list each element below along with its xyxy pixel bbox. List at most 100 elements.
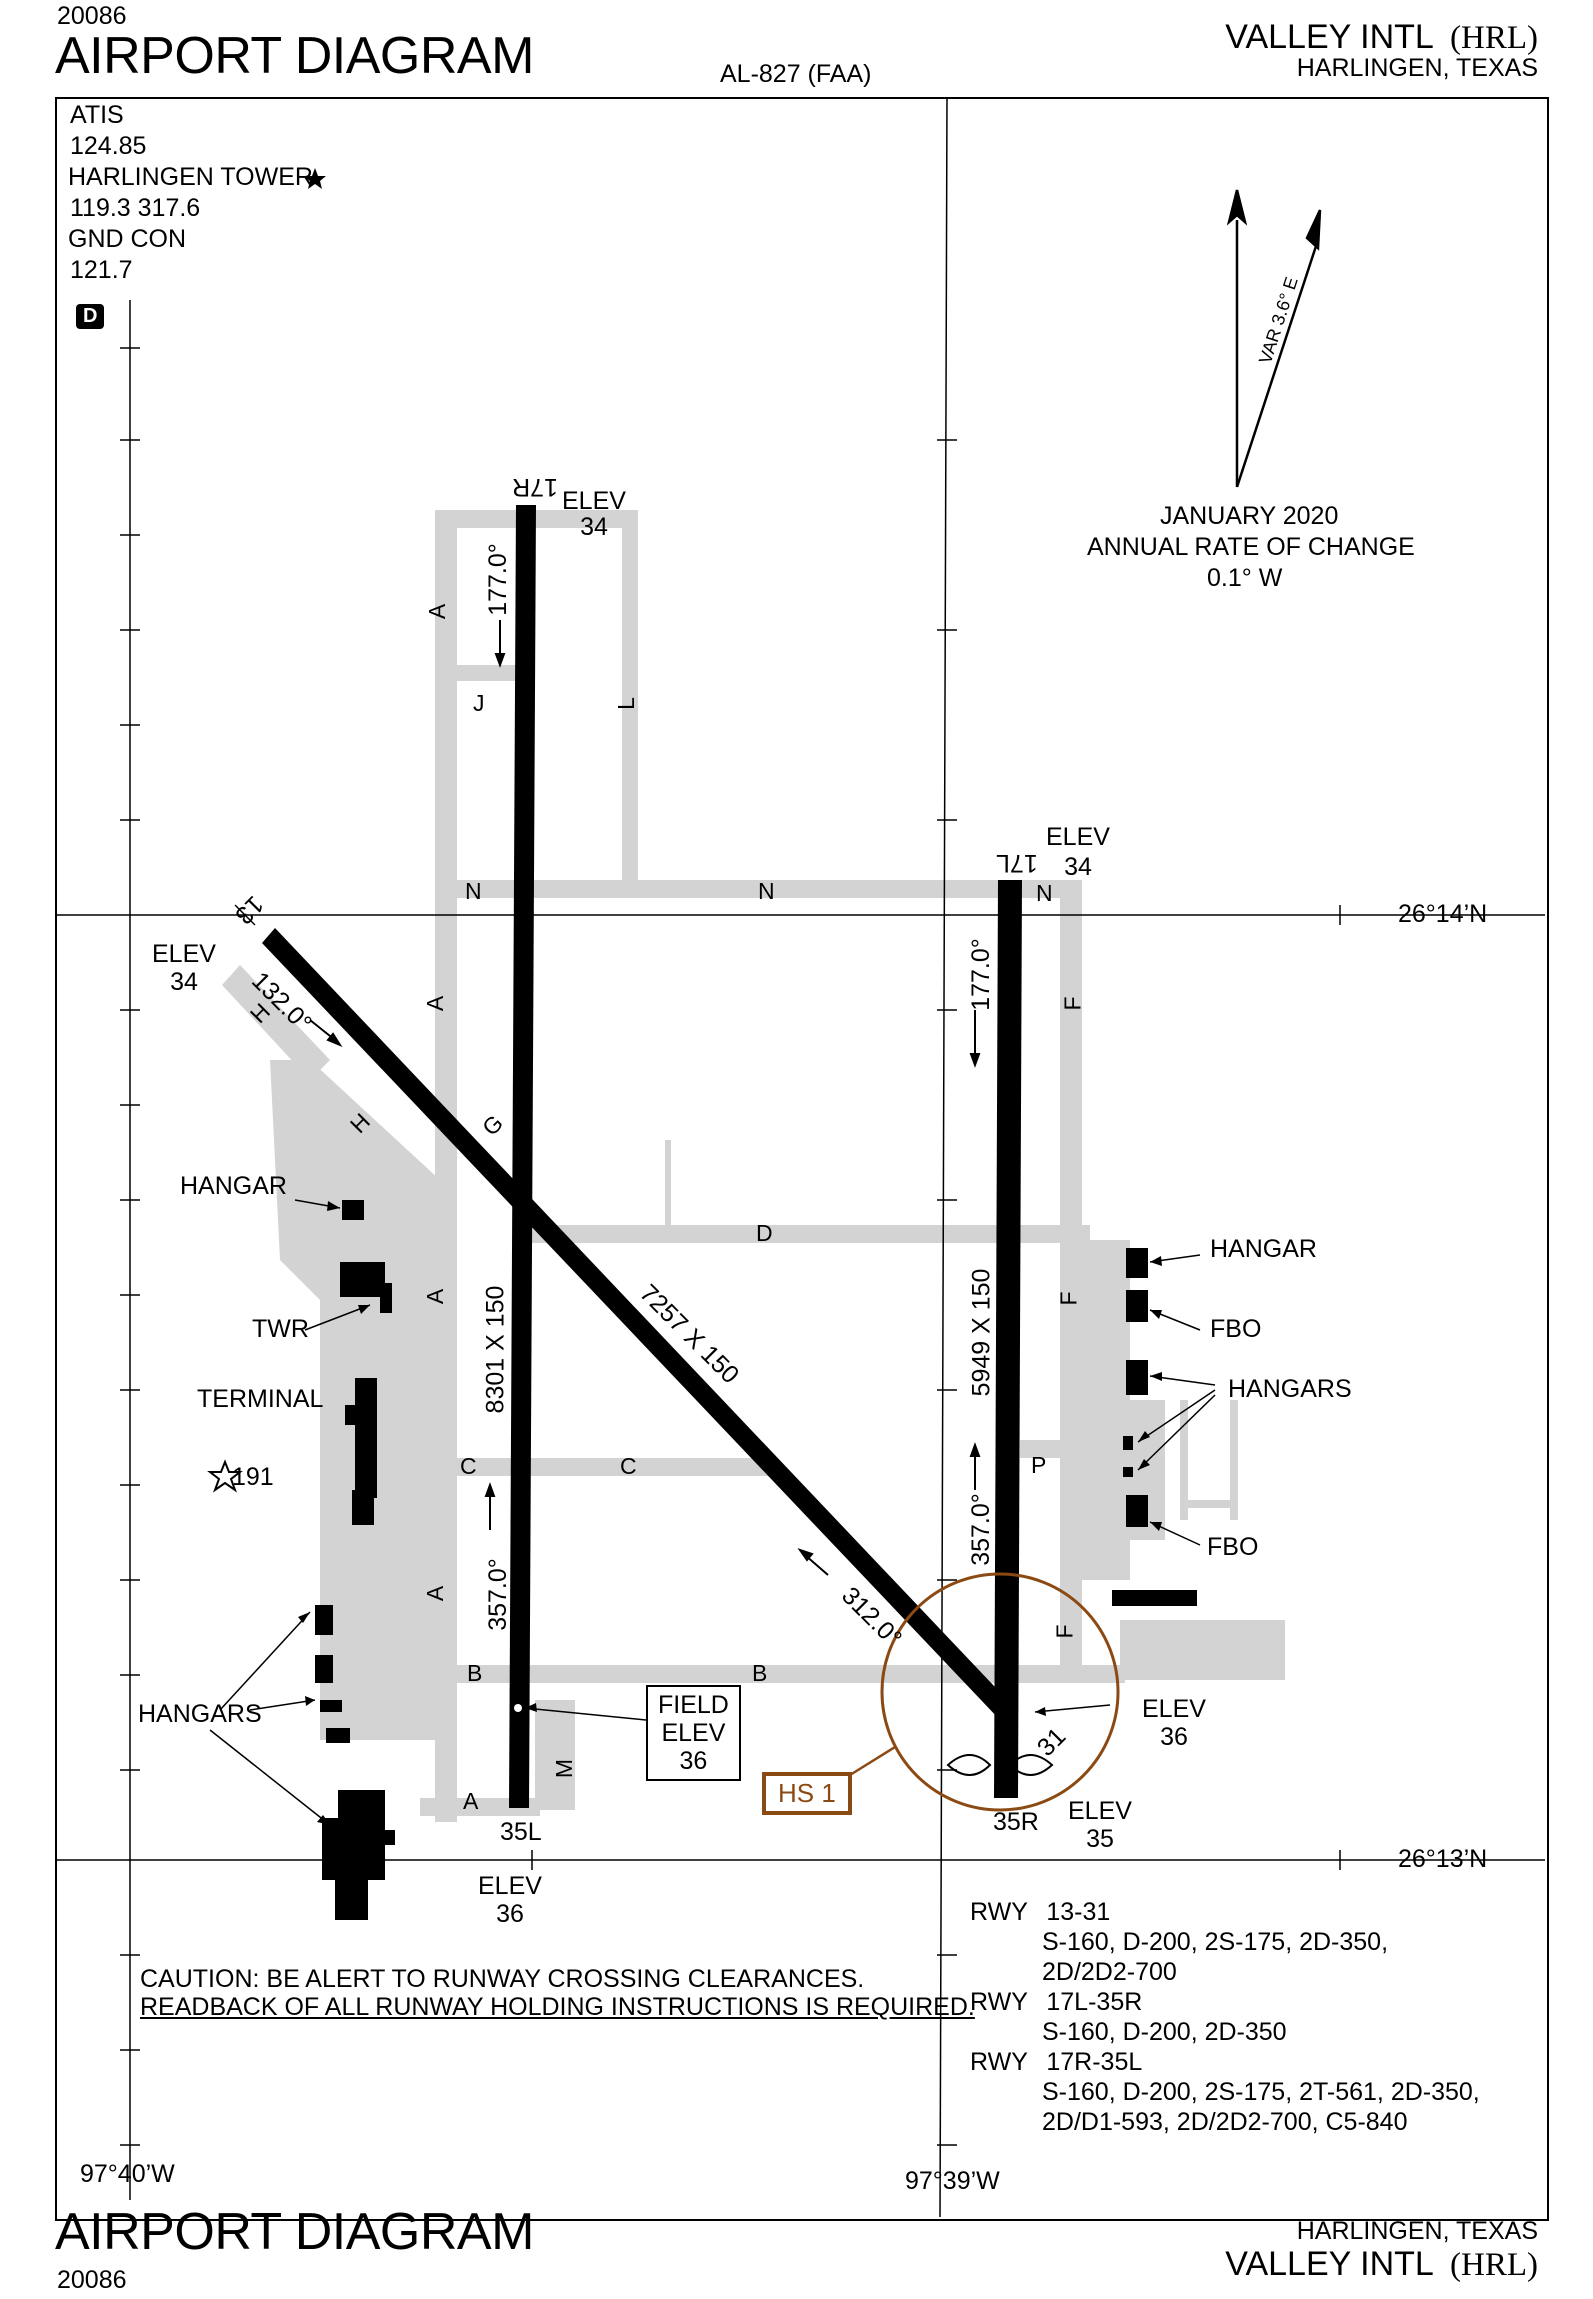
caution-line-1: CAUTION: BE ALERT TO RUNWAY CROSSING CLE… — [140, 1965, 865, 1993]
airport-code: (HRL) — [1450, 20, 1538, 56]
taxiway-label-d: D — [756, 1220, 773, 1246]
rwy-35R-label: 35R — [993, 1808, 1039, 1836]
obstacle-star-icon — [207, 1459, 243, 1493]
taxiway-g-spur — [665, 1140, 671, 1230]
taxiway-label-c2: C — [620, 1453, 637, 1479]
mag-rate-label: ANNUAL RATE OF CHANGE — [1087, 533, 1415, 561]
mag-rate-value: 0.1° W — [1207, 564, 1283, 592]
chart-title-bottom: AIRPORT DIAGRAM — [55, 2203, 534, 2261]
taxiway-j — [435, 665, 525, 681]
hangar-sw-2 — [315, 1655, 333, 1683]
east-apron-4 — [1230, 1400, 1238, 1520]
city-bottom: HARLINGEN, TEXAS — [1296, 2217, 1538, 2245]
heading-177-east: 177.0° — [966, 938, 995, 1011]
fbo-east-2 — [1126, 1495, 1148, 1527]
taxiway-n — [435, 880, 1075, 898]
taxiway-c — [435, 1458, 775, 1476]
rwy-17L-label: 17L — [996, 849, 1038, 877]
chart-number-bottom: 20086 — [57, 2266, 127, 2294]
strength-table: RWY 13-31 S-160, D-200, 2S-175, 2D-350, … — [970, 1898, 1480, 2136]
approach-light-symbol — [946, 1754, 1054, 1776]
hangar-south-big — [322, 1790, 395, 1920]
taxiway-label-a2: A — [422, 995, 449, 1012]
rwy-17L-dimensions: 5949 X 150 — [967, 1268, 996, 1397]
tower-label: HARLINGEN TOWER — [68, 163, 313, 191]
hot-spot-circle — [880, 1572, 1120, 1812]
rwy-17R-dimensions: 8301 X 150 — [481, 1285, 510, 1414]
east-apron-5 — [1180, 1500, 1238, 1508]
taxiway-label-n1: N — [465, 878, 482, 904]
taxiway-a-main — [435, 512, 457, 1822]
terminal-2 — [345, 1405, 357, 1425]
terminal-3 — [352, 1490, 374, 1525]
airport-name: VALLEY INTL — [1225, 18, 1433, 56]
strength-row-17L-35R: RWY 17L-35R — [970, 1988, 1143, 2016]
east-apron-3 — [1180, 1400, 1188, 1520]
west-ticks — [120, 347, 140, 2146]
hangar-sw-3 — [320, 1700, 342, 1712]
taxiway-network — [222, 510, 1285, 1822]
rwy-17R-label: 17R — [512, 473, 558, 501]
hangar-east — [1126, 1248, 1148, 1278]
taxiway-label-f2: F — [1055, 1291, 1082, 1306]
taxiway-label-j: J — [473, 690, 485, 716]
twr-building-2 — [380, 1283, 392, 1313]
taxiway-label-f3: F — [1051, 1624, 1078, 1639]
taxiway-label-p: P — [1031, 1452, 1047, 1478]
hangars-east-2 — [1123, 1436, 1133, 1450]
atis-label: ATIS — [70, 101, 124, 129]
taxiway-label-l: L — [612, 697, 639, 710]
gnd-freq: 121.7 — [70, 256, 133, 284]
heading-arrows — [309, 620, 981, 1576]
taxiway-b — [435, 1665, 1125, 1683]
mag-date: JANUARY 2020 — [1160, 502, 1339, 530]
chart-title-top: AIRPORT DIAGRAM — [55, 27, 534, 85]
taxiway-label-a5: A — [463, 1788, 479, 1814]
lon-east-label: 97°39’W — [905, 2167, 1000, 2195]
east-apron — [1070, 1240, 1130, 1580]
label-hangars-east: HANGARS — [1228, 1375, 1352, 1403]
leader-arrowheads — [298, 1201, 1162, 1825]
label-terminal: TERMINAL — [197, 1385, 324, 1413]
tower-freq: 119.3 317.6 — [70, 194, 201, 222]
label-obstacle: 191 — [232, 1463, 274, 1491]
label-twr: TWR — [252, 1315, 309, 1343]
strength-row-13-31: RWY 13-31 — [970, 1898, 1111, 1926]
heading-357-west: 357.0° — [483, 1558, 512, 1631]
taxiway-label-f1: F — [1059, 996, 1086, 1011]
center-ticks — [937, 439, 957, 2146]
taxiway-label-n2: N — [758, 878, 775, 904]
taxiway-label-c1: C — [460, 1453, 477, 1479]
cargo-bldg — [1112, 1590, 1197, 1606]
field-elevation-box: FIELD ELEV 36 — [646, 1685, 741, 1781]
d-badge-icon: D — [76, 304, 105, 329]
twr-building — [340, 1262, 385, 1297]
chart-id: AL-827 (FAA) — [720, 60, 872, 88]
airport-name-bottom: VALLEY INTL (HRL) — [1225, 2245, 1538, 2283]
taxiway-label-a1: A — [424, 603, 451, 620]
graticule — [55, 96, 1545, 2218]
buildings — [315, 1200, 1197, 1920]
lon-west-label: 97°40’W — [80, 2160, 175, 2188]
taxiway-label-a3: A — [422, 1288, 449, 1305]
runways — [262, 505, 1022, 1808]
taxiway-m — [535, 1700, 575, 1810]
atis-freq: 124.85 — [70, 132, 147, 160]
taxiway-p — [1020, 1440, 1080, 1458]
rwy-35L-label: 35L — [500, 1818, 542, 1846]
north-arrows — [1226, 189, 1322, 488]
hot-spot-leader — [849, 1745, 896, 1777]
taxiway-l — [622, 510, 638, 890]
terminal-1 — [355, 1378, 377, 1498]
taxiway-label-n3: N — [1036, 880, 1053, 906]
label-fbo-east-2: FBO — [1207, 1533, 1259, 1561]
label-hangar-east: HANGAR — [1210, 1235, 1317, 1263]
gnd-label: GND CON — [68, 225, 187, 253]
chart-number-top: 20086 — [57, 2, 127, 30]
runway-17L-35R — [994, 880, 1022, 1798]
